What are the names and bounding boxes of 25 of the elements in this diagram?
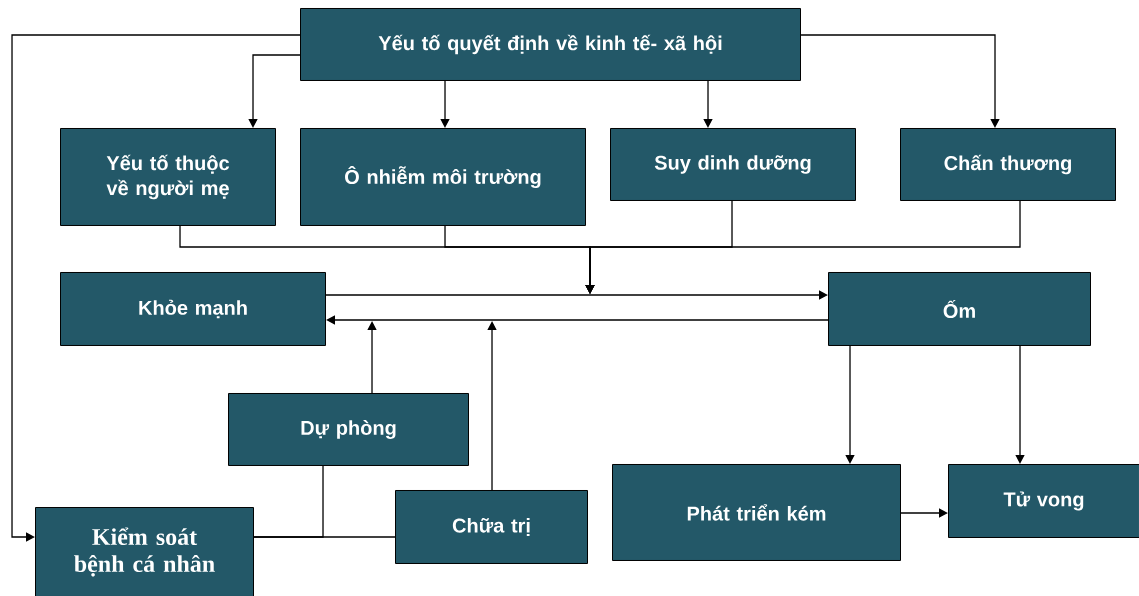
arrow xyxy=(440,80,450,128)
arrow xyxy=(1015,345,1025,464)
process-box: Yếu tố thuộc về người mẹ xyxy=(60,128,276,226)
arrow xyxy=(325,290,828,300)
arrow xyxy=(703,80,713,128)
process-box: Tử vong xyxy=(948,464,1139,538)
process-box: Suy dinh dưỡng xyxy=(610,128,856,201)
process-box: Yếu tố quyết định về kinh tế- xã hội xyxy=(300,8,801,81)
arrow xyxy=(326,315,829,325)
process-box: Dự phòng xyxy=(228,393,469,466)
process-box: Ô nhiễm môi trường xyxy=(300,128,586,226)
process-box: Ốm xyxy=(828,272,1091,346)
process-box: Phát triển kém xyxy=(612,464,901,561)
arrow xyxy=(845,345,855,464)
process-box: Khỏe mạnh xyxy=(60,272,326,346)
arrow xyxy=(367,321,377,394)
arrow xyxy=(800,34,1000,128)
arrow xyxy=(11,34,301,542)
process-box: Chữa trị xyxy=(395,490,588,564)
arrow xyxy=(585,200,1021,294)
arrow xyxy=(248,54,301,128)
arrow xyxy=(487,321,497,491)
process-box: Kiểm soát bệnh cá nhân xyxy=(35,507,254,596)
arrow xyxy=(900,508,948,518)
process-box: Chấn thương xyxy=(900,128,1116,201)
